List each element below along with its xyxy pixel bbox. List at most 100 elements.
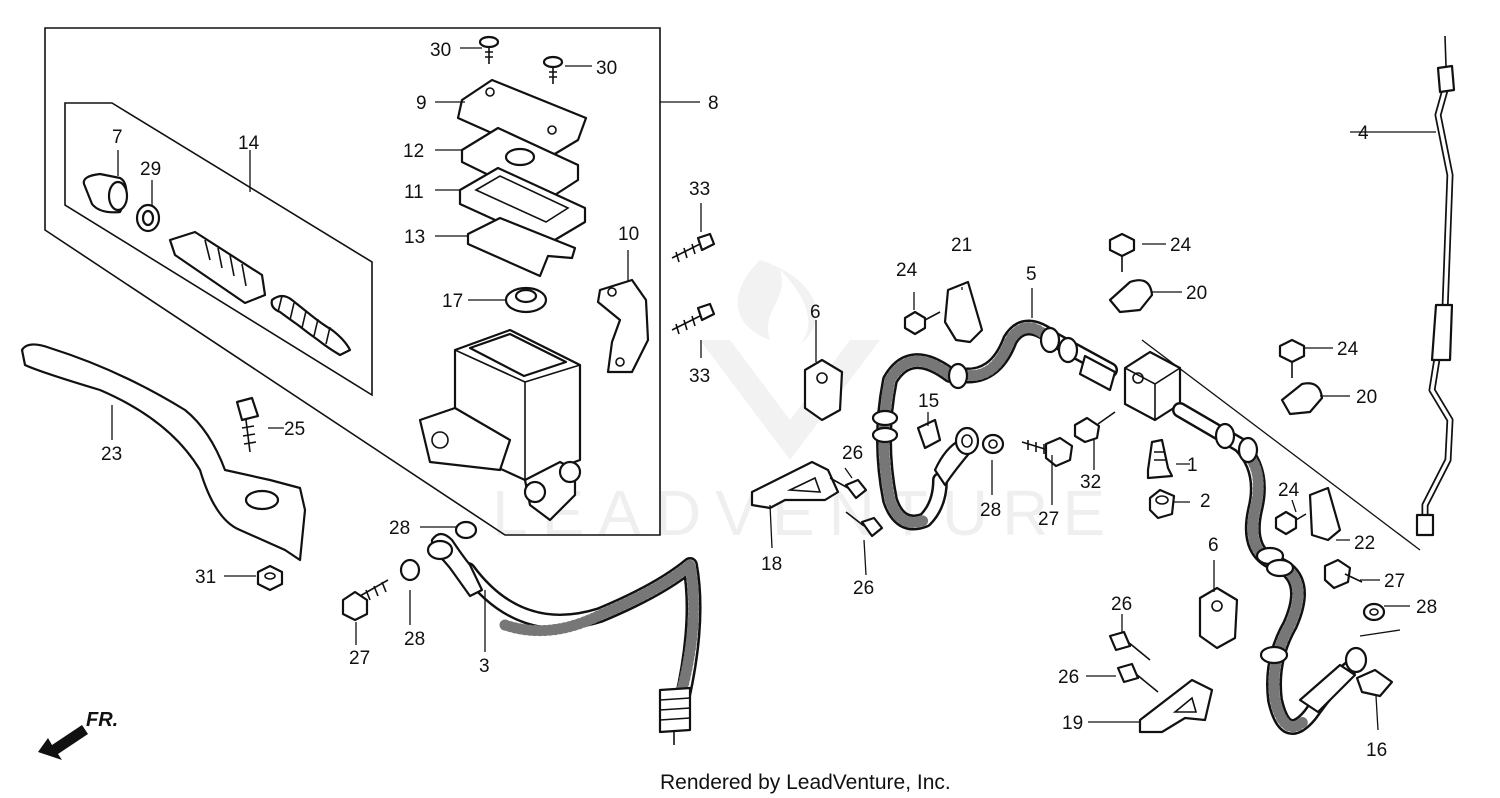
callout-12: 12 [403, 141, 424, 162]
callout-20b: 20 [1356, 387, 1377, 408]
bolt-part-24d [1274, 510, 1307, 536]
callout-31: 31 [195, 567, 216, 588]
fr-label: FR. [86, 709, 118, 731]
callout-28c: 28 [980, 500, 1001, 521]
banjo-bolt-part-27b [1021, 436, 1074, 468]
callout-labels: 1 2 3 4 5 6 6 7 8 9 10 11 12 13 14 15 16… [101, 40, 1437, 761]
callout-5: 5 [1026, 264, 1037, 285]
bolt-part-32 [1073, 411, 1116, 444]
callout-10: 10 [618, 224, 639, 245]
bolt-part-24c [903, 310, 941, 336]
bolt-part-24a [1108, 232, 1136, 272]
washer-part-28b [399, 558, 421, 582]
diaphragm-part-11 [458, 166, 587, 246]
plate-part-13 [466, 216, 577, 278]
callout-30b: 30 [596, 58, 617, 79]
callout-2: 2 [1200, 491, 1211, 512]
callout-27c: 27 [1384, 571, 1405, 592]
callout-11: 11 [404, 182, 424, 203]
callout-6b: 6 [1208, 535, 1219, 556]
bolt-part-33b [671, 302, 716, 335]
callout-27b: 27 [1038, 509, 1059, 530]
screw-part-30a [478, 35, 500, 64]
callout-8: 8 [708, 93, 719, 114]
bolt-part-26c [1108, 630, 1151, 661]
callout-30a: 30 [430, 40, 451, 61]
callout-18: 18 [761, 554, 782, 575]
piston-part [168, 230, 267, 305]
callout-28a: 28 [389, 518, 410, 539]
clip-part-6a [803, 358, 844, 422]
callout-25: 25 [284, 419, 305, 440]
pivot-bolt-part-25 [235, 396, 260, 453]
bleeder-part-1 [1146, 438, 1174, 480]
brake-hose-part-3 [426, 532, 702, 745]
callout-26c: 26 [1111, 594, 1132, 615]
callout-33b: 33 [689, 366, 710, 387]
callout-29: 29 [140, 159, 161, 180]
bolt-part-24b [1278, 338, 1306, 378]
bolt-part-26a [829, 477, 868, 500]
callout-32: 32 [1080, 472, 1101, 493]
brake-lever-part-23 [20, 343, 307, 562]
callout-33a: 33 [689, 179, 710, 200]
banjo-bolt-part-27a [341, 579, 389, 622]
clamp-part-21 [943, 280, 984, 344]
clamp-part-20a [1108, 279, 1154, 314]
callout-16: 16 [1366, 740, 1387, 761]
callout-17: 17 [442, 291, 463, 312]
washer-part-28a [454, 520, 478, 540]
callout-24c: 24 [896, 260, 918, 281]
nut-part-31 [256, 564, 284, 592]
callout-4: 4 [1358, 123, 1369, 144]
banjo-bolt-part-27c [1323, 558, 1363, 590]
brake-pipe-part-4 [1415, 35, 1456, 537]
clip-part-16 [1355, 668, 1394, 698]
clip-part-15 [916, 418, 942, 450]
callout-28d: 28 [1416, 597, 1437, 618]
cap-part-9 [456, 78, 588, 160]
callout-13: 13 [404, 227, 425, 248]
callout-28b: 28 [404, 629, 425, 650]
piston-cup-part-7 [82, 172, 129, 214]
plate-part-12 [460, 126, 580, 204]
callout-23: 23 [101, 444, 122, 465]
callout-21: 21 [951, 235, 972, 256]
stay-part-19 [1138, 678, 1214, 734]
callout-20a: 20 [1186, 283, 1207, 304]
master-cylinder-assembly-outline [44, 27, 661, 536]
clip-part-6b [1198, 586, 1239, 650]
bolt-part-26d [1116, 662, 1159, 693]
washer-part-28d [1362, 602, 1386, 622]
callout-3: 3 [479, 656, 490, 677]
washer-part-17 [504, 286, 548, 314]
holder-part-10 [596, 278, 650, 374]
callout-26a: 26 [842, 443, 863, 464]
callout-24d: 24 [1278, 480, 1300, 501]
callout-24a: 24 [1170, 235, 1192, 256]
callout-27a: 27 [349, 648, 370, 669]
callout-1: 1 [1187, 455, 1198, 476]
callout-14: 14 [238, 133, 260, 154]
brake-hose-part-5-lower [1172, 402, 1368, 735]
callout-24b: 24 [1337, 339, 1359, 360]
piston-set-outline [64, 102, 373, 397]
bolt-part-26b [845, 511, 884, 538]
screw-part-30b [542, 55, 564, 84]
callout-7: 7 [112, 127, 123, 148]
render-credit: Rendered by LeadVenture, Inc. [660, 771, 951, 794]
brake-hose-part-5 [871, 319, 1118, 531]
washer-part-28c [981, 433, 1005, 455]
callout-6a: 6 [810, 302, 821, 323]
callout-9: 9 [416, 93, 427, 114]
cap-part-2 [1148, 488, 1176, 520]
callout-26d: 26 [1058, 667, 1079, 688]
master-cylinder-body [418, 328, 582, 522]
callout-22: 22 [1354, 533, 1375, 554]
stay-part-18 [750, 460, 840, 510]
leader-lines [111, 47, 1436, 731]
joint-block [1123, 350, 1182, 422]
circlip-part-29 [135, 203, 161, 233]
callout-19: 19 [1062, 713, 1083, 734]
